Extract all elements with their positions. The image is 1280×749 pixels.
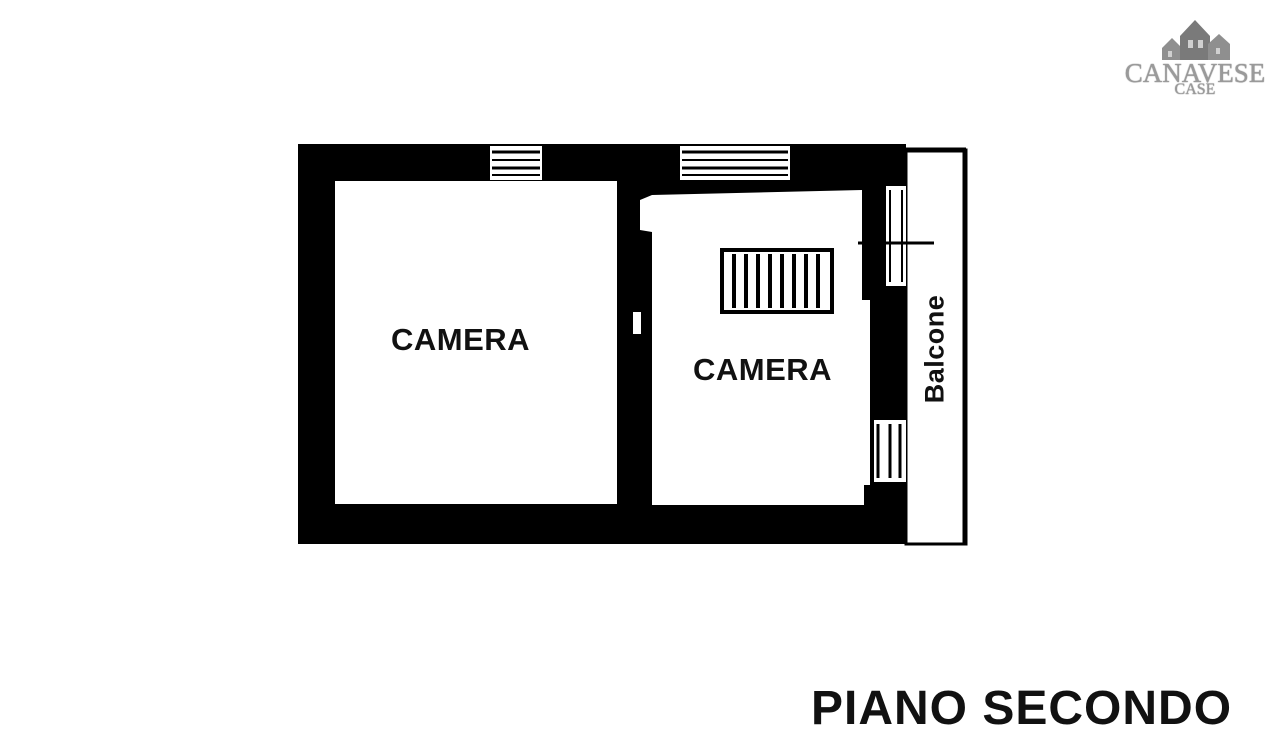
room-label-right: CAMERA xyxy=(693,352,833,387)
logo-subtitle: CASE xyxy=(1174,81,1216,98)
window-top-left xyxy=(490,146,542,180)
door-balcony-lower xyxy=(874,420,906,482)
room-label-left: CAMERA xyxy=(391,322,531,357)
staircase xyxy=(720,248,834,314)
door-balcony-upper xyxy=(858,186,934,286)
left-room-floor xyxy=(335,181,617,504)
company-logo: CANAVESE CASE xyxy=(1120,14,1270,100)
right-room-floor xyxy=(640,190,870,505)
logo-houses-icon xyxy=(1162,20,1230,60)
floor-title: PIANO SECONDO xyxy=(811,682,1233,735)
partition-notch xyxy=(633,312,641,334)
balcony-label: Balcone xyxy=(919,294,950,404)
window-top-right xyxy=(680,146,790,180)
logo-name: CANAVESE xyxy=(1124,58,1266,88)
